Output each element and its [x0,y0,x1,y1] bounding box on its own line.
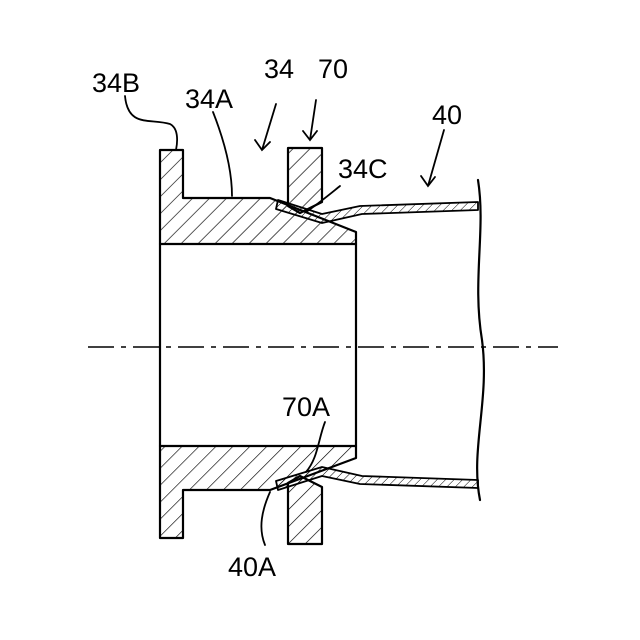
label-34A: 34A [185,84,233,114]
label-34B: 34B [92,68,140,98]
label-34: 34 [264,54,294,84]
fitting-lower-section [160,446,356,538]
leader-40A [261,492,270,545]
label-70A: 70A [282,392,330,422]
leader-34A [213,112,232,196]
leader-40 [421,130,444,186]
leader-34 [255,104,276,150]
ring-lower-section [288,476,322,544]
label-34C: 34C [338,154,388,184]
label-40A: 40A [228,552,276,582]
tube-break-line [477,180,484,500]
leader-34B [125,96,177,150]
leader-70 [303,100,317,140]
label-40: 40 [432,100,462,130]
label-70: 70 [318,54,348,84]
